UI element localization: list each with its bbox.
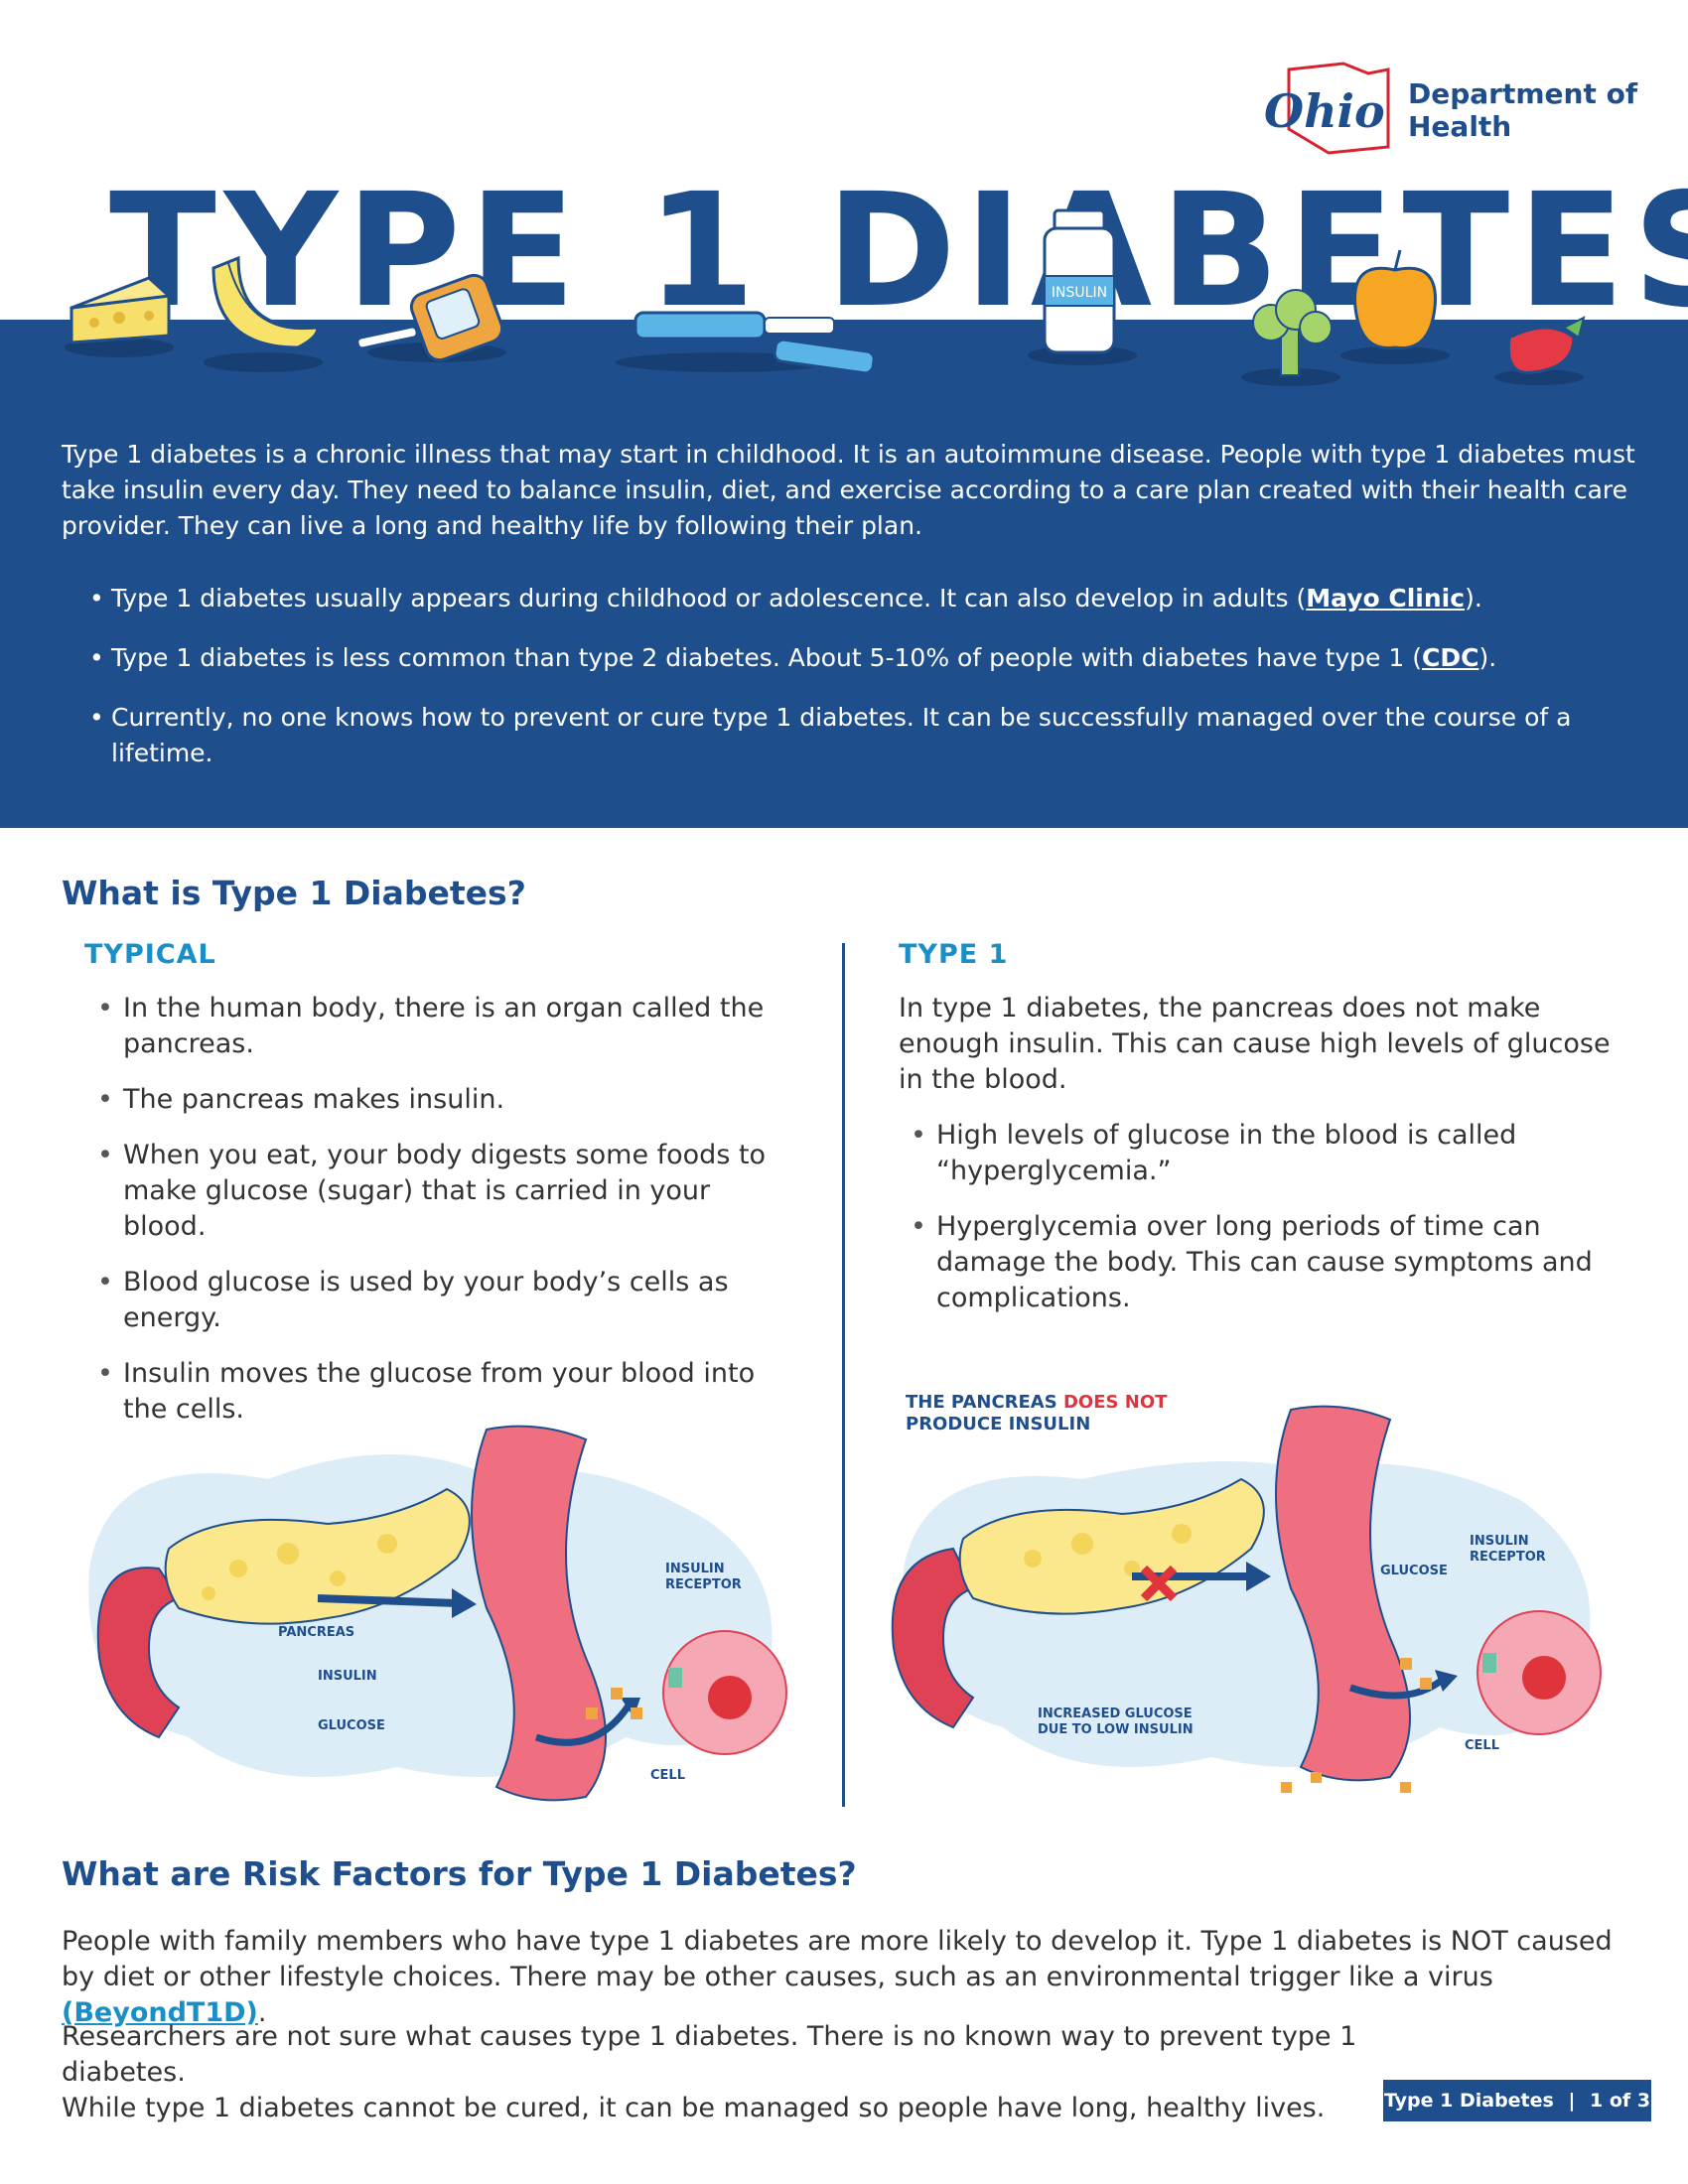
ohio-logo: Ohio: [1264, 62, 1390, 155]
typical-bullet: Blood glucose is used by your body’s cel…: [85, 1265, 780, 1336]
typical-bullet: The pancreas makes insulin.: [85, 1082, 780, 1118]
intro-paragraph: Type 1 diabetes is a chronic illness tha…: [62, 440, 1635, 540]
intro-bullet-text: Currently, no one knows how to prevent o…: [111, 703, 1572, 767]
intro-bullet-after: ).: [1465, 584, 1482, 613]
risk-paragraph-2-line-1: Researchers are not sure what causes typ…: [62, 2021, 1357, 2088]
type1-diagram-title-red: DOES NOT: [1062, 1392, 1168, 1413]
footer-separator: |: [1568, 2090, 1576, 2112]
label-insulin: INSULIN: [318, 1669, 377, 1684]
beyondt1d-link[interactable]: (BeyondT1D): [62, 1997, 258, 2028]
label-insulin-receptor-1: INSULIN: [665, 1562, 725, 1576]
intro-bullet-after: ).: [1478, 643, 1497, 672]
label-increased-glucose-1: INCREASED GLUCOSE: [1038, 1706, 1193, 1721]
food-illustrations: INSULIN: [65, 208, 1586, 386]
intro-bullets: Type 1 diabetes usually appears during c…: [89, 581, 1579, 795]
label-cell: CELL: [650, 1768, 685, 1783]
type1-diagram-title: THE PANCREAS DOES NOT PRODUCE INSULIN: [906, 1392, 1167, 1435]
typical-diagram: PANCREAS INSULIN GLUCOSE INSULIN RECEPTO…: [88, 1425, 787, 1802]
footer-doc-name: Type 1 Diabetes: [1383, 2090, 1554, 2112]
typical-bullet: In the human body, there is an organ cal…: [85, 991, 780, 1062]
typical-bullets: In the human body, there is an organ cal…: [85, 991, 780, 1447]
intro-bullet-text: Type 1 diabetes usually appears during c…: [111, 584, 1307, 613]
department-line-1: Department of: [1408, 77, 1638, 110]
duodenum-shape: [96, 1567, 181, 1739]
label-insulin-receptor-1: INSULIN: [1470, 1534, 1529, 1549]
blood-vessel-shape: [471, 1425, 607, 1802]
risk-paragraph-2-line-2: While type 1 diabetes cannot be cured, i…: [62, 2093, 1326, 2123]
type1-diagram-title-part2: PRODUCE INSULIN: [906, 1414, 1091, 1434]
risk-paragraph-1-text: People with family members who have type…: [62, 1926, 1613, 1992]
banana-icon: [204, 255, 323, 372]
risk-paragraph-2: Researchers are not sure what causes typ…: [62, 2019, 1372, 2126]
type1-bullet: Hyperglycemia over long periods of time …: [899, 1209, 1614, 1316]
typical-bullet: Insulin moves the glucose from your bloo…: [85, 1356, 780, 1428]
label-increased-glucose-2: DUE TO LOW INSULIN: [1038, 1722, 1194, 1737]
pancreas-shape: [164, 1487, 471, 1625]
typical-bullet: When you eat, your body digests some foo…: [85, 1138, 780, 1245]
intro-bullet: Type 1 diabetes usually appears during c…: [89, 581, 1579, 616]
label-glucose: GLUCOSE: [1380, 1564, 1448, 1578]
logo-wordmark: Ohio: [1264, 84, 1385, 138]
section-heading-what-is: What is Type 1 Diabetes?: [62, 874, 526, 912]
apple-icon: [1340, 249, 1450, 364]
mayo-clinic-link[interactable]: Mayo Clinic: [1306, 584, 1466, 613]
label-cell: CELL: [1465, 1738, 1499, 1753]
insulin-bottle-icon: INSULIN: [1028, 208, 1137, 365]
glucose-meter-icon: [356, 273, 506, 362]
type1-diagram-title-part1: THE PANCREAS: [906, 1392, 1057, 1413]
cheese-icon: [65, 276, 174, 357]
cdc-link[interactable]: CDC: [1421, 643, 1479, 672]
department-name: Department of Health: [1408, 77, 1637, 143]
typical-heading: TYPICAL: [84, 939, 216, 970]
type1-bullet: High levels of glucose in the blood is c…: [899, 1118, 1614, 1189]
type1-diagram: GLUCOSE INSULIN RECEPTOR INCREASED GLUCO…: [891, 1405, 1602, 1793]
column-divider: [842, 943, 845, 1807]
label-insulin-receptor-2: RECEPTOR: [665, 1577, 742, 1592]
type1-heading: TYPE 1: [899, 939, 1009, 970]
intro-bullet-text: Type 1 diabetes is less common than type…: [111, 643, 1422, 672]
label-pancreas: PANCREAS: [278, 1625, 354, 1640]
type1-bullets: High levels of glucose in the blood is c…: [899, 1118, 1614, 1336]
bottle-label: INSULIN: [1052, 285, 1107, 301]
risk-paragraph-1-after: .: [257, 1997, 267, 2028]
intro-bullet: Type 1 diabetes is less common than type…: [89, 640, 1579, 676]
footer-page-number: 1 of 3: [1590, 2090, 1651, 2112]
section-heading-risk-factors: What are Risk Factors for Type 1 Diabete…: [62, 1854, 857, 1893]
intro-bullet: Currently, no one knows how to prevent o…: [89, 700, 1579, 771]
type1-paragraph: In type 1 diabetes, the pancreas does no…: [899, 993, 1611, 1095]
broccoli-icon: [1241, 289, 1340, 386]
page-footer-tag: Type 1 Diabetes | 1 of 3: [1383, 2080, 1651, 2121]
department-line-2: Health: [1408, 110, 1512, 143]
risk-paragraph-1: People with family members who have type…: [62, 1924, 1650, 2031]
insulin-pen-icon: [616, 311, 876, 375]
label-glucose: GLUCOSE: [318, 1718, 385, 1733]
label-insulin-receptor-2: RECEPTOR: [1470, 1550, 1546, 1565]
strawberry-icon: [1494, 316, 1586, 385]
